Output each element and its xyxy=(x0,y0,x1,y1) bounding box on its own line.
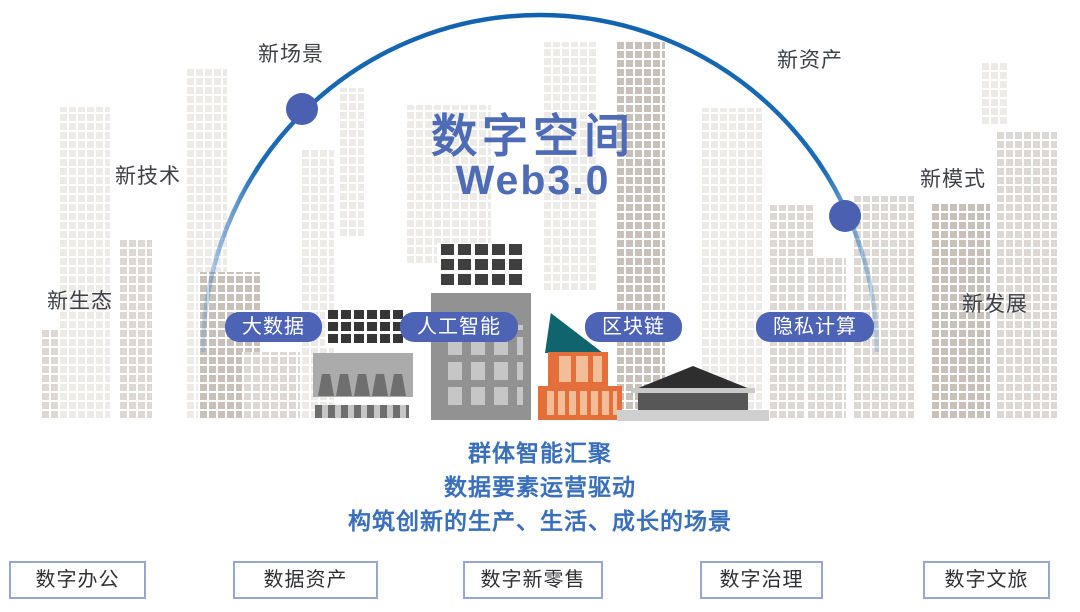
orange-building-top xyxy=(548,352,608,386)
label-new-development: 新发展 xyxy=(962,293,1028,316)
stadium-seat xyxy=(372,374,388,396)
label-new-technology: 新技术 xyxy=(115,165,181,188)
stadium-seat xyxy=(354,374,370,396)
label-new-model: 新模式 xyxy=(920,168,986,191)
pixel-building xyxy=(118,240,152,420)
tagline-block: 群体智能汇聚 数据要素运营驱动 构筑创新的生产、生活、成长的场景 xyxy=(0,436,1080,538)
pixel-building xyxy=(852,196,914,420)
pavilion-cornice xyxy=(631,388,755,393)
box-digital-governance: 数字治理 xyxy=(700,561,823,599)
stadium-seat xyxy=(390,374,406,396)
orange-building-bottom xyxy=(538,386,622,420)
pixel-building xyxy=(40,330,60,420)
pixel-building xyxy=(995,132,1057,420)
box-data-assets: 数据资产 xyxy=(233,561,378,599)
box-digital-office: 数字办公 xyxy=(9,561,146,599)
tagline-line-3: 构筑创新的生产、生活、成长的场景 xyxy=(348,508,732,534)
pixel-building xyxy=(242,352,300,420)
page-title-cn: 数字空间 xyxy=(431,110,635,162)
orange-windows xyxy=(554,356,602,382)
pavilion-body xyxy=(638,393,748,410)
stadium-base xyxy=(315,405,409,418)
dark-pixel-block xyxy=(437,243,523,289)
box-digital-culture-tourism: 数字文旅 xyxy=(923,561,1050,599)
stadium-seat xyxy=(336,374,352,396)
pill-privacy-computing: 隐私计算 xyxy=(756,312,874,342)
pavilion-ground xyxy=(617,410,769,421)
label-new-scene: 新场景 xyxy=(258,43,324,66)
orange-windows xyxy=(543,391,617,415)
pill-ai: 人工智能 xyxy=(400,312,518,342)
tagline-line-1: 群体智能汇聚 xyxy=(468,440,612,466)
pixel-building xyxy=(980,62,1008,126)
pixel-building xyxy=(58,107,110,420)
tagline-line-2: 数据要素运营驱动 xyxy=(444,474,636,500)
label-new-ecology: 新生态 xyxy=(47,290,113,313)
pixel-building xyxy=(615,40,665,420)
page-title-web3: Web3.0 xyxy=(455,157,611,203)
box-digital-new-retail: 数字新零售 xyxy=(463,561,603,599)
dark-pixel-rows xyxy=(325,310,403,346)
stadium-seat xyxy=(318,374,334,396)
pill-big-data: 大数据 xyxy=(225,312,322,342)
pill-blockchain: 区块链 xyxy=(585,312,682,342)
label-new-asset: 新资产 xyxy=(777,49,843,72)
pixel-building xyxy=(930,202,990,420)
